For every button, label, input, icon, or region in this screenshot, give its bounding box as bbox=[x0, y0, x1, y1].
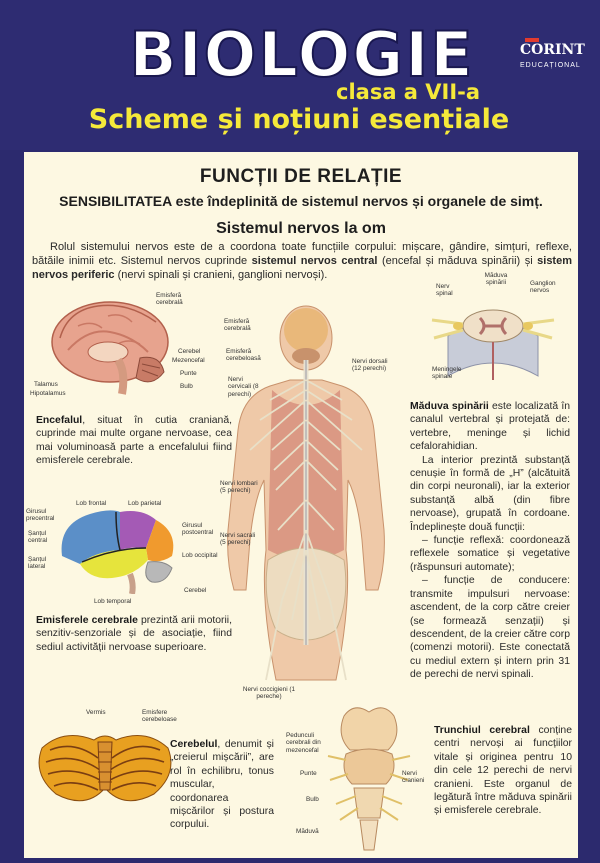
maduva-text: Măduva spinării este localizată în canal… bbox=[410, 401, 570, 681]
label-punte: Punte bbox=[180, 370, 197, 377]
header: BIOLOGIE clasa a VII-a Scheme și noțiuni… bbox=[0, 0, 600, 150]
label-maduva-spinarii: Măduva spinării bbox=[484, 272, 508, 287]
nervous-system-body-illustration bbox=[227, 305, 385, 681]
emisfere-text: Emisferele cerebrale prezintă arii motor… bbox=[36, 615, 232, 653]
brainstem-illustration bbox=[327, 707, 411, 851]
encefal-text: Encefalul, situat în cutia craniană, cup… bbox=[36, 415, 232, 467]
label-pedunculi: Pedunculi cerebrali din mezencefal bbox=[286, 732, 321, 754]
label-cerebel: Cerebel bbox=[178, 348, 201, 355]
label-santul-lateral: Șanțul lateral bbox=[28, 556, 47, 571]
label-nervi-coccigieni: Nervi coccigieni (1 pereche) bbox=[242, 686, 296, 701]
label-emisfera-cerebeloasa: Emisferă cerebeloasă bbox=[226, 348, 261, 363]
label-meningele: Meningele spinale bbox=[432, 366, 462, 381]
brand-mark-icon bbox=[525, 38, 539, 42]
section-title: FUNCȚII DE RELAȚIE bbox=[199, 166, 403, 187]
label-hipotalamus: Hipotalamus bbox=[30, 390, 66, 397]
page-title: BIOLOGIE bbox=[128, 17, 475, 92]
label-emisfera: Emisferă cerebrală bbox=[156, 292, 183, 307]
page-subtitle: Scheme și noțiuni esențiale bbox=[88, 104, 510, 135]
brand-logo: CORINT bbox=[520, 42, 585, 58]
label-talamus: Talamus bbox=[34, 381, 58, 388]
label-lob-frontal: Lob frontal bbox=[76, 500, 107, 507]
intro-paragraph: Rolul sistemului nervos este de a coordo… bbox=[32, 241, 572, 282]
grade-label: clasa a VII-a bbox=[336, 80, 481, 104]
label-nervi-dorsali: Nervi dorsali (12 perechi) bbox=[352, 358, 388, 373]
label-body-emisfera: Emisferă cerebrală bbox=[224, 318, 251, 333]
label-bulb-trunchi: Bulb bbox=[306, 796, 319, 803]
label-vermis: Vermis bbox=[86, 709, 106, 716]
label-bulb: Bulb bbox=[180, 383, 193, 390]
label-emisfere-cerebeloase: Emisfere cerebeloase bbox=[142, 709, 177, 724]
label-lob-temporal: Lob temporal bbox=[94, 598, 132, 605]
label-ganglion: Ganglion nervos bbox=[530, 280, 556, 295]
label-lob-parietal: Lob parietal bbox=[128, 500, 162, 507]
label-mezencefal: Mezencefal bbox=[172, 357, 205, 364]
label-girusul-precentral: Girusul precentral bbox=[26, 508, 55, 523]
label-nervi-cervicali: Nervi cervicali (8 perechi) bbox=[228, 376, 259, 398]
brain-sagittal-illustration bbox=[51, 301, 169, 395]
section-subtitle: SENSIBILITATEA este îndeplinită de siste… bbox=[59, 193, 543, 209]
system-title: Sistemul nervos la om bbox=[216, 220, 386, 237]
label-nervi-cranieni: Nervi cranieni bbox=[402, 770, 425, 785]
trunchi-text: Trunchiul cerebral conține centri nervoș… bbox=[434, 725, 572, 817]
label-girusul-postcentral: Girusul postcentral bbox=[182, 522, 214, 537]
label-nervi-lombari: Nervi lombari (5 perechi) bbox=[220, 480, 258, 495]
content-panel: FUNCȚII DE RELAȚIE SENSIBILITATEA este î… bbox=[24, 152, 578, 858]
label-maduva-trunchi: Măduvă bbox=[296, 828, 319, 835]
label-santul-central: Șanțul central bbox=[28, 530, 48, 545]
label-nervi-sacrali: Nervi sacrali (5 perechi) bbox=[220, 532, 256, 547]
cerebel-text: Cerebelul, denumit și „creierul mișcării… bbox=[170, 739, 274, 831]
cerebellum-illustration bbox=[38, 735, 172, 802]
label-cerebel-lobes: Cerebel bbox=[184, 587, 207, 594]
brand-sub: EDUCAȚIONAL bbox=[520, 62, 581, 69]
label-lob-occipital: Lob occipital bbox=[182, 552, 218, 559]
label-punte-trunchi: Punte bbox=[300, 770, 317, 777]
spinal-cord-illustration bbox=[431, 309, 555, 380]
brain-lobes-illustration bbox=[61, 510, 174, 594]
label-nerv-spinal: Nerv spinal bbox=[436, 283, 453, 298]
